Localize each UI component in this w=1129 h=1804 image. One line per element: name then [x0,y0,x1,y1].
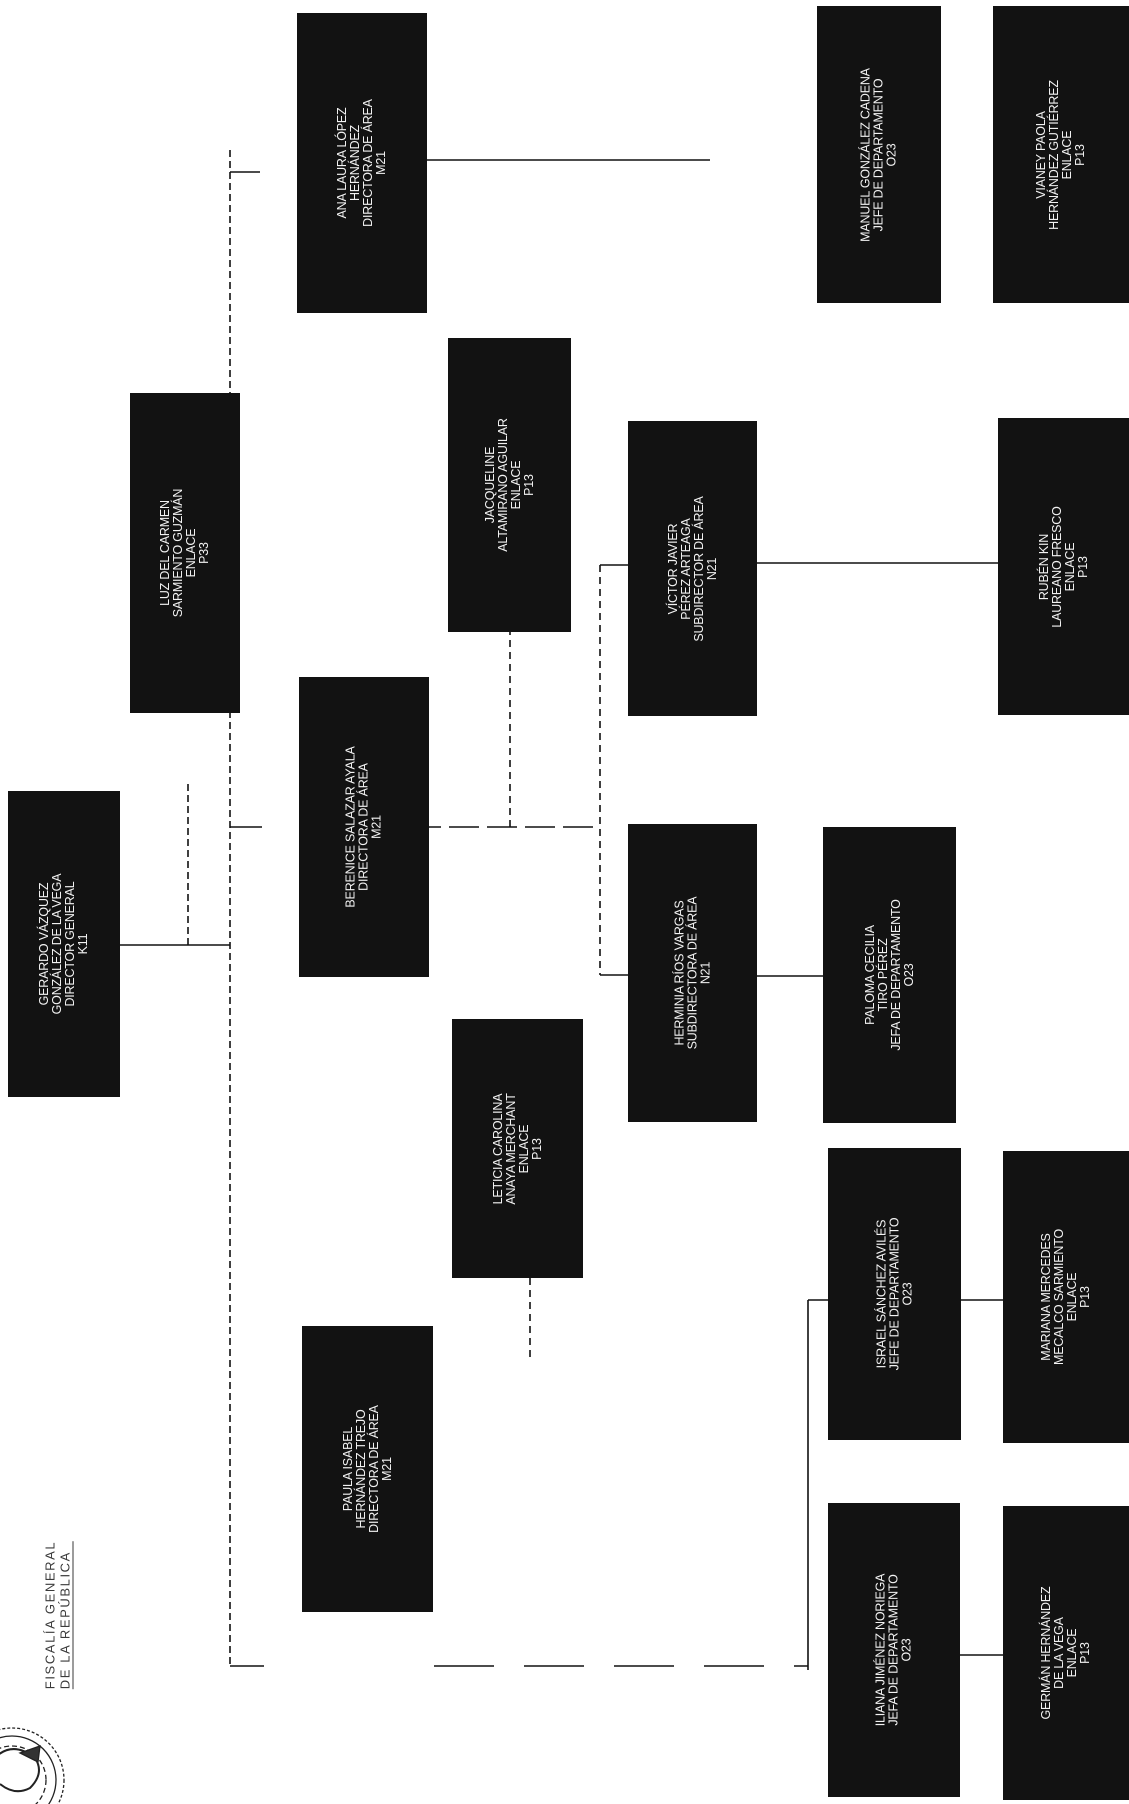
node-iliana-label: ILIANA JIMÉNEZ NORIEGA JEFA DE DEPARTAME… [874,1574,914,1727]
position-code: O23 [899,1638,914,1662]
node-ana-laura: ANA LAURA LÓPEZ HERNÁNDEZ DIRECTORA DE Á… [297,13,427,313]
node-herminia-label: HERMINIA RÍOS VARGAS SUBDIRECTORA DE ÁRE… [672,896,712,1050]
position-code: N21 [704,557,719,580]
position-code: P13 [1078,1642,1092,1664]
node-german-label: GERMÁN HERNÁNDEZ DE LA VEGA ENLACE P13 [1039,1587,1092,1720]
node-paula-isabel: PAULA ISABEL HERNÁNDEZ TREJO DIRECTORA D… [302,1326,433,1612]
name-line: PÉREZ ARTEAGA [678,517,693,620]
node-german: GERMÁN HERNÁNDEZ DE LA VEGA ENLACE P13 [1003,1506,1129,1800]
position-code: M21 [374,151,388,175]
position-title: DIRECTORA DE ÁREA [366,1405,381,1533]
position-code: M21 [379,1457,394,1481]
institution-header: FISCALÍA GENERAL DE LA REPÚBLICA [43,1525,74,1705]
position-title: JEFE DE DEPARTAMENTO [887,1217,901,1371]
position-code: K11 [76,933,90,955]
node-victor-javier: VÍCTOR JAVIER PÉREZ ARTEAGA SUBDIRECTOR … [628,421,757,716]
position-code: P13 [1078,1286,1092,1308]
position-title: SUBDIRECTORA DE ÁREA [685,896,699,1050]
node-vianey: VIANEY PAOLA HERNÁNDEZ GUTIÉRREZ ENLACE … [993,6,1129,303]
node-paula-isabel-label: PAULA ISABEL HERNÁNDEZ TREJO DIRECTORA D… [340,1405,394,1533]
node-jacqueline-label: JACQUELINE ALTAMIRANO AGUILAR ENLACE P13 [482,418,536,552]
node-iliana: ILIANA JIMÉNEZ NORIEGA JEFA DE DEPARTAME… [828,1503,960,1797]
position-code: N21 [698,961,712,985]
name-line: ALTAMIRANO AGUILAR [495,418,510,552]
name-line: HERMINIA RÍOS VARGAS [672,900,686,1046]
position-title: ENLACE [1062,542,1077,591]
name-line: PALOMA CECILIA [862,925,877,1025]
national-seal-icon [0,1727,65,1804]
node-leticia: LETICIA CAROLINA ANAYA MERCHANT ENLACE P… [452,1019,583,1278]
name-line: LAUREANO FRESCO [1049,505,1064,628]
node-manuel-label: MANUEL GONZÁLEZ CADENA JEFE DE DEPARTAME… [859,68,899,242]
name-line: ANAYA MERCHANT [503,1092,518,1205]
node-herminia: HERMINIA RÍOS VARGAS SUBDIRECTORA DE ÁRE… [628,824,757,1122]
name-line: HERNÁNDEZ TREJO [353,1409,368,1529]
position-code: P13 [521,474,536,496]
name-line: LETICIA CAROLINA [490,1093,505,1204]
position-code: O23 [901,963,916,987]
institution-line-1: FISCALÍA GENERAL [42,1540,58,1690]
node-israel: ISRAEL SÁNCHEZ AVILÉS JEFE DE DEPARTAMEN… [828,1148,961,1440]
name-line: TIRO PÉREZ [875,938,890,1012]
node-leticia-label: LETICIA CAROLINA ANAYA MERCHANT ENLACE P… [490,1092,544,1205]
position-code: P33 [197,542,211,564]
name-line: RUBÉN KIN [1036,533,1051,600]
node-israel-label: ISRAEL SÁNCHEZ AVILÉS JEFE DE DEPARTAMEN… [874,1217,914,1371]
node-director-general: GERARDO VÁZQUEZ GONZÁLEZ DE LA VEGA DIRE… [8,791,120,1097]
institution-line-2: DE LA REPÚBLICA [57,1540,74,1690]
node-mariana-label: MARIANA MERCEDES MECALCO SARMIENTO ENLAC… [1039,1229,1092,1365]
node-luz-del-carmen: LUZ DEL CARMEN SARMIENTO GUZMÁN ENLACE P… [130,393,240,713]
node-jacqueline: JACQUELINE ALTAMIRANO AGUILAR ENLACE P13 [448,338,571,632]
position-title: SUBDIRECTOR DE ÁREA [691,495,706,642]
name-line: VÍCTOR JAVIER [665,523,680,614]
position-code: O23 [884,142,899,167]
institution-name: FISCALÍA GENERAL DE LA REPÚBLICA [42,1540,74,1690]
name-line: PAULA ISABEL [340,1426,355,1512]
name-line: JACQUELINE [482,446,497,524]
node-luz-del-carmen-label: LUZ DEL CARMEN SARMIENTO GUZMÁN ENLACE P… [158,489,211,618]
name-line: ISRAEL SÁNCHEZ AVILÉS [874,1219,888,1369]
position-code: O23 [900,1282,914,1306]
position-title: ENLACE [516,1124,531,1173]
position-title: JEFA DE DEPARTAMENTO [888,899,903,1051]
node-ruben-label: RUBÉN KIN LAUREANO FRESCO ENLACE P13 [1036,505,1090,628]
node-paloma: PALOMA CECILIA TIRO PÉREZ JEFA DE DEPART… [823,827,956,1123]
node-paloma-label: PALOMA CECILIA TIRO PÉREZ JEFA DE DEPART… [862,899,916,1051]
node-mariana: MARIANA MERCEDES MECALCO SARMIENTO ENLAC… [1003,1151,1129,1443]
node-manuel: MANUEL GONZÁLEZ CADENA JEFE DE DEPARTAME… [817,6,941,303]
node-berenice: BERENICE SALAZAR AYALA DIRECTORA DE ÁREA… [299,677,429,977]
node-victor-javier-label: VÍCTOR JAVIER PÉREZ ARTEAGA SUBDIRECTOR … [665,495,719,642]
position-code: P13 [1075,555,1090,578]
position-code: M21 [369,815,384,839]
position-code: P13 [529,1137,544,1160]
position-code: P13 [1073,143,1087,166]
node-berenice-label: BERENICE SALAZAR AYALA DIRECTORA DE ÁREA… [344,746,384,907]
node-ana-laura-label: ANA LAURA LÓPEZ HERNÁNDEZ DIRECTORA DE Á… [335,99,388,227]
node-director-general-label: GERARDO VÁZQUEZ GONZÁLEZ DE LA VEGA DIRE… [37,874,90,1015]
position-title: ENLACE [508,460,523,510]
node-vianey-label: VIANEY PAOLA HERNÁNDEZ GUTIÉRREZ ENLACE … [1034,80,1087,230]
node-ruben: RUBÉN KIN LAUREANO FRESCO ENLACE P13 [998,418,1129,715]
